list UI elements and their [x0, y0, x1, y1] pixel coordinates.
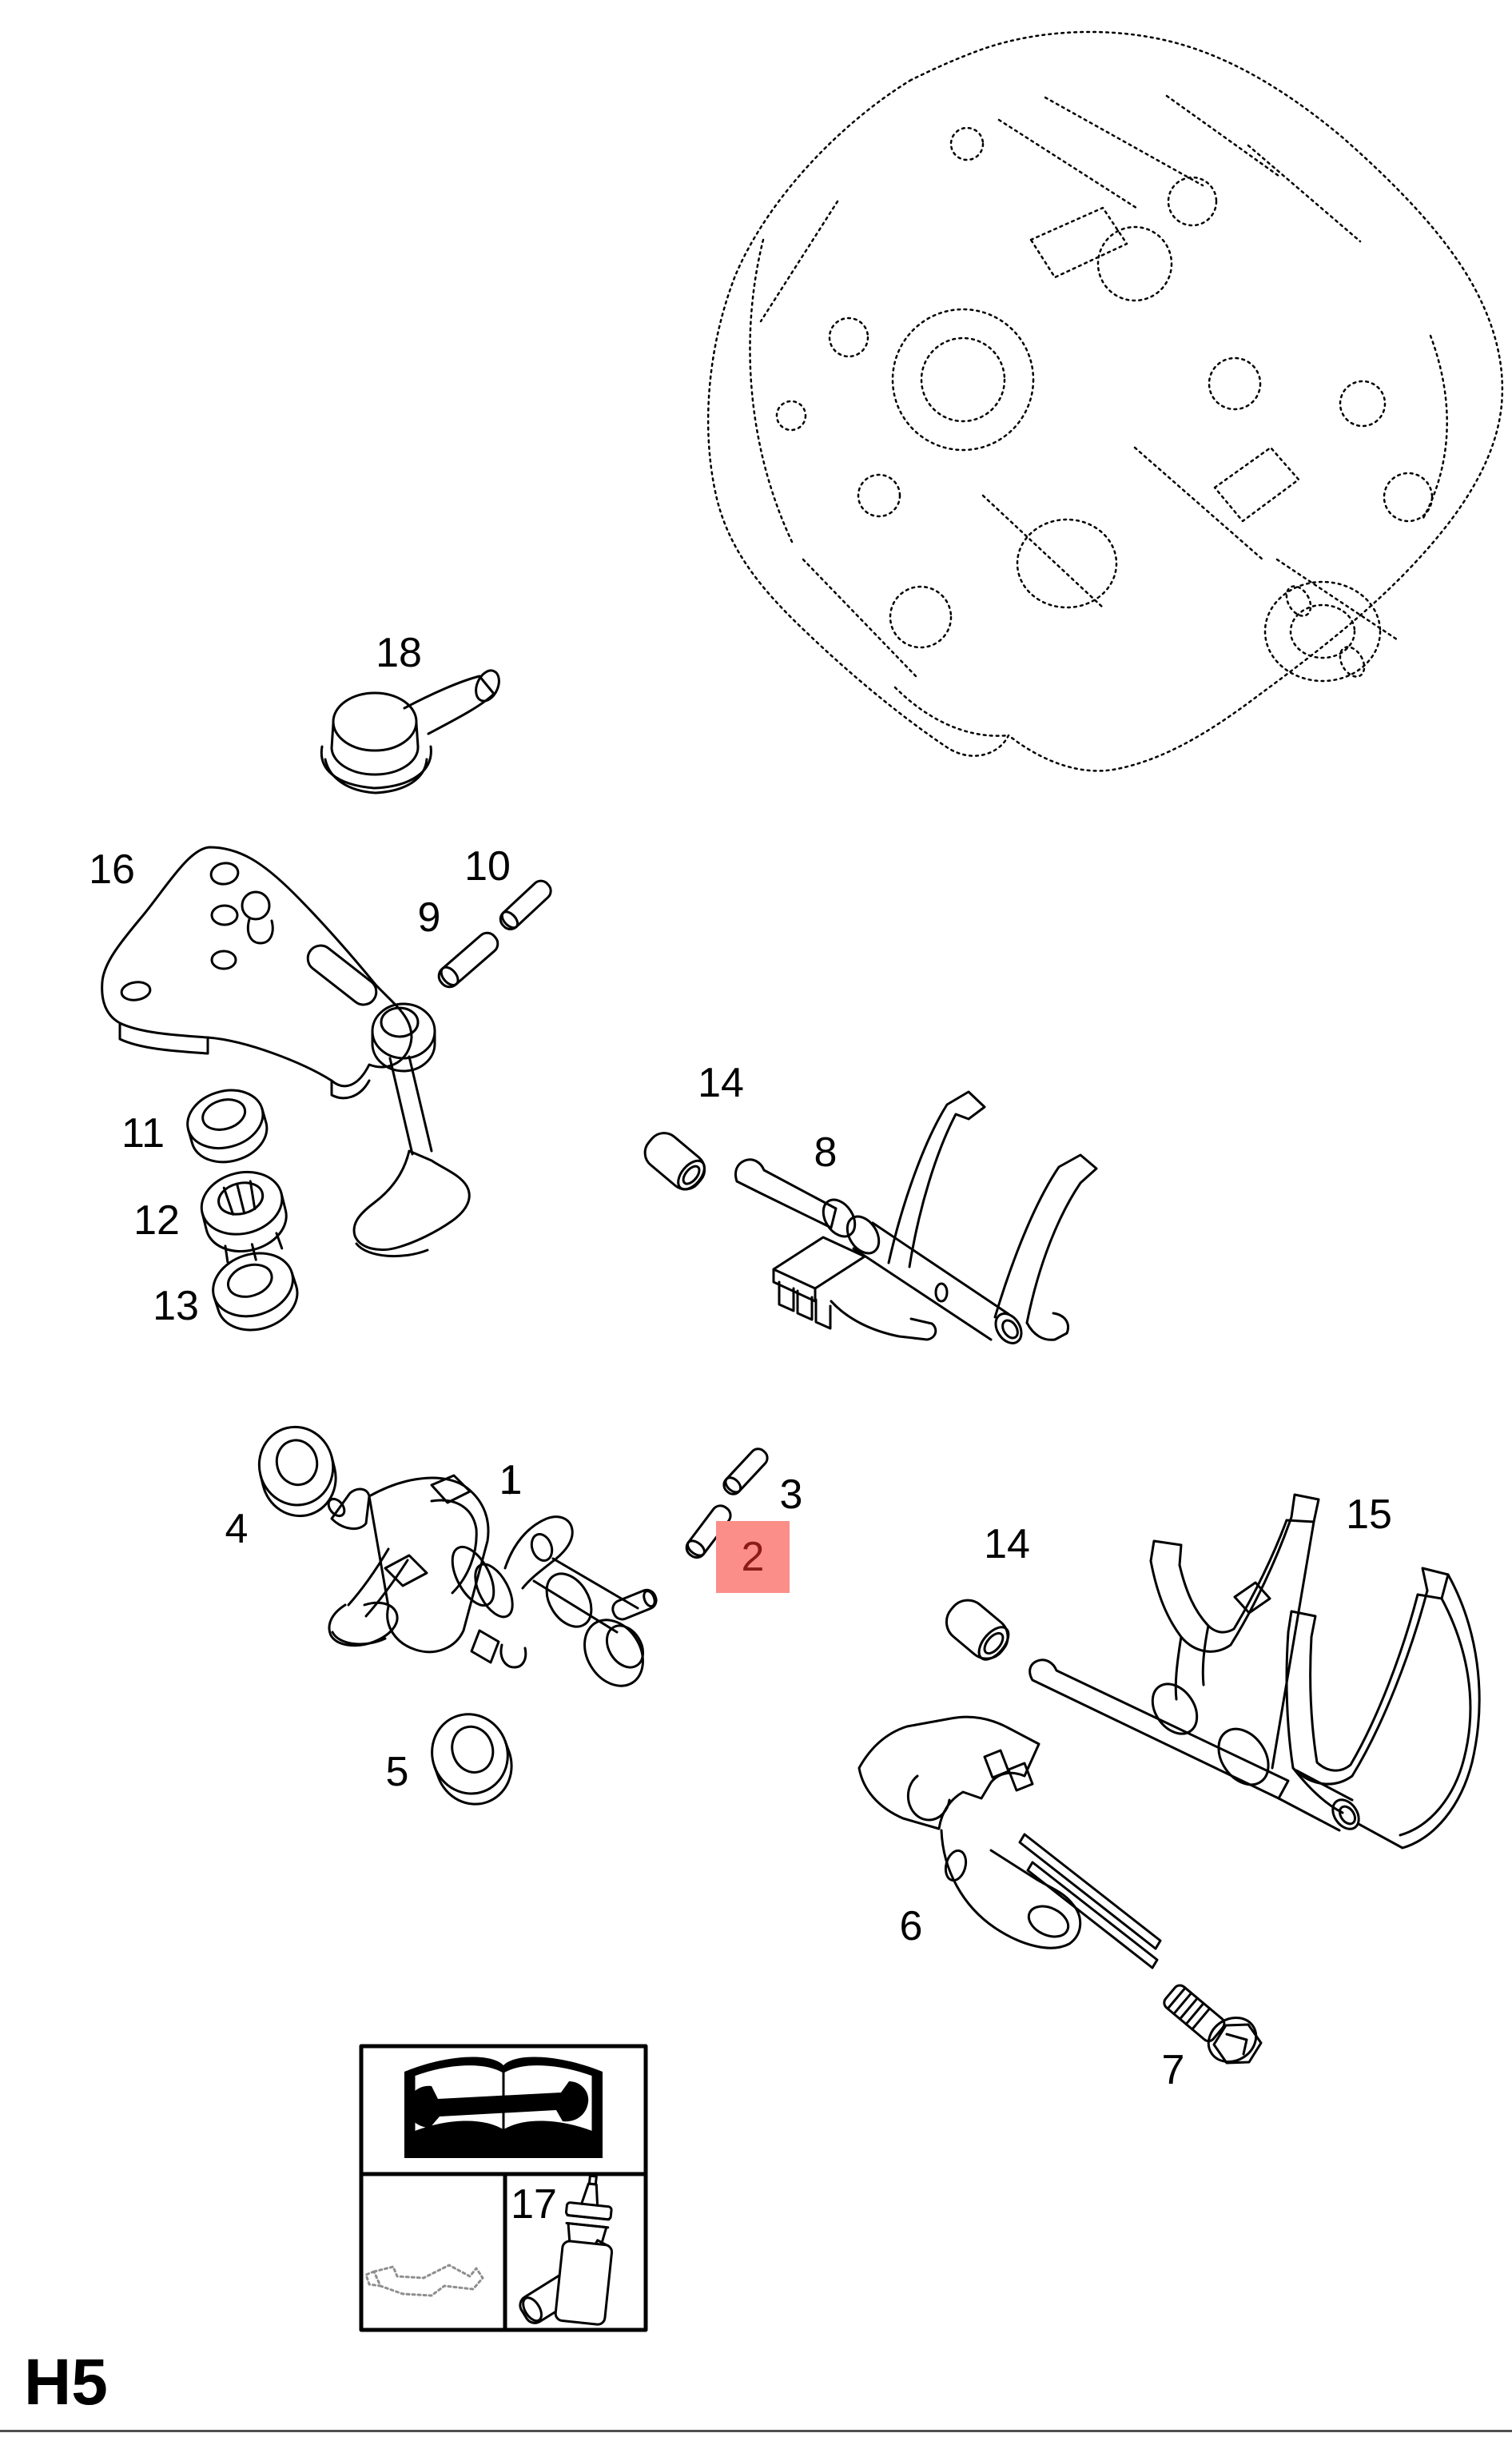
part-label-1[interactable]: 1 [499, 1457, 523, 1503]
part-6-drawing [857, 1715, 1162, 1969]
part-8-drawing [734, 1090, 1098, 1344]
legend-box [359, 2044, 648, 2332]
selected-part-highlight[interactable]: 2 [716, 1521, 790, 1593]
part-14a-drawing [643, 1132, 706, 1191]
book-wrench-icon [404, 2057, 603, 2158]
part-label-5[interactable]: 5 [385, 1749, 409, 1795]
part-label-18[interactable]: 18 [376, 630, 422, 676]
part-label-7[interactable]: 7 [1161, 2047, 1185, 2093]
part-label-2[interactable]: 2 [741, 1534, 765, 1580]
sealant-bottle-icon [519, 2174, 614, 2326]
part-10-drawing [499, 879, 552, 930]
part-label-14-right[interactable]: 14 [984, 1521, 1030, 1567]
part-label-13[interactable]: 13 [153, 1283, 199, 1329]
part-1-drawing [327, 1471, 658, 1687]
part-label-4[interactable]: 4 [225, 1506, 249, 1552]
part-label-12[interactable]: 12 [133, 1197, 180, 1244]
part-label-15[interactable]: 15 [1346, 1491, 1392, 1538]
part-12-drawing [200, 1170, 288, 1264]
part-3-drawing [722, 1447, 769, 1495]
part-16-drawing [101, 846, 471, 1257]
part-7-drawing [1163, 1984, 1263, 2065]
part-label-10[interactable]: 10 [464, 843, 511, 890]
part-label-3[interactable]: 3 [779, 1471, 803, 1518]
part-11-drawing [186, 1089, 269, 1164]
part-label-16[interactable]: 16 [89, 846, 135, 893]
part-18-drawing [320, 669, 500, 794]
sheet-code: H5 [24, 2346, 108, 2419]
part-label-8[interactable]: 8 [814, 1129, 838, 1176]
part-label-14-upper[interactable]: 14 [698, 1060, 744, 1106]
part-5-drawing [431, 1713, 513, 1806]
part-4-drawing [257, 1425, 337, 1518]
part-13-drawing [212, 1252, 299, 1332]
part-label-17[interactable]: 17 [511, 2181, 557, 2228]
oil-pan-icon [364, 2264, 484, 2297]
part-label-9[interactable]: 9 [417, 894, 441, 941]
part-label-11[interactable]: 11 [121, 1110, 165, 1157]
part-14b-drawing [945, 1599, 1010, 1661]
part-label-6[interactable]: 6 [899, 1903, 923, 1949]
part-9-drawing [437, 931, 499, 989]
gearbox-illustration-icon [706, 30, 1504, 772]
part-15-drawing [1029, 1493, 1481, 1850]
footer-rule [0, 2430, 1512, 2432]
